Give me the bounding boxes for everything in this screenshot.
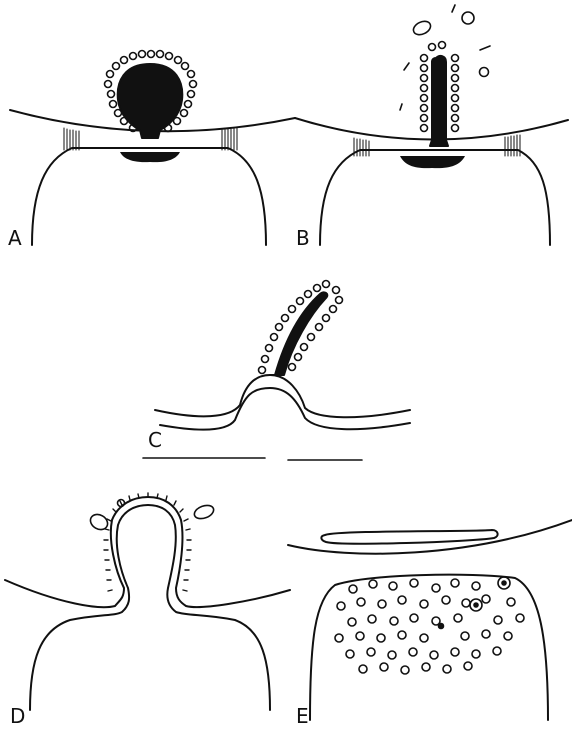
panel-d-inner-outline bbox=[30, 505, 270, 710]
panel-b bbox=[295, 5, 568, 245]
panel-a-junction-right bbox=[222, 128, 237, 150]
panel-label-d: D bbox=[10, 706, 25, 726]
panel-e-granule-vesicle bbox=[321, 530, 497, 544]
panel-a-dense-patch bbox=[120, 152, 180, 162]
panel-label-a: A bbox=[8, 228, 22, 248]
panel-e-cell-body bbox=[310, 575, 548, 720]
panel-a bbox=[10, 51, 295, 246]
panel-b-dense-patch bbox=[400, 156, 465, 168]
panel-c-membrane-outer bbox=[155, 375, 410, 417]
panel-label-b: B bbox=[296, 228, 310, 248]
panel-e-membrane bbox=[288, 520, 572, 554]
panel-a-cell-body bbox=[32, 148, 266, 245]
panel-d bbox=[5, 493, 290, 710]
panel-c bbox=[143, 281, 410, 461]
panel-c-membrane-inner bbox=[160, 388, 410, 430]
panel-e bbox=[288, 520, 572, 720]
panel-b-junction-right bbox=[505, 135, 520, 156]
panel-label-e: E bbox=[296, 706, 309, 726]
panel-a-vesicle-dense-core bbox=[118, 64, 183, 138]
panel-a-junction-left bbox=[64, 128, 79, 150]
panel-b-junction-left bbox=[354, 138, 369, 156]
panel-d-outer-outline bbox=[5, 497, 290, 607]
panel-e-secretory-granules bbox=[335, 577, 524, 674]
panel-b-dense-filament bbox=[430, 56, 448, 146]
panel-label-c: C bbox=[148, 430, 162, 450]
